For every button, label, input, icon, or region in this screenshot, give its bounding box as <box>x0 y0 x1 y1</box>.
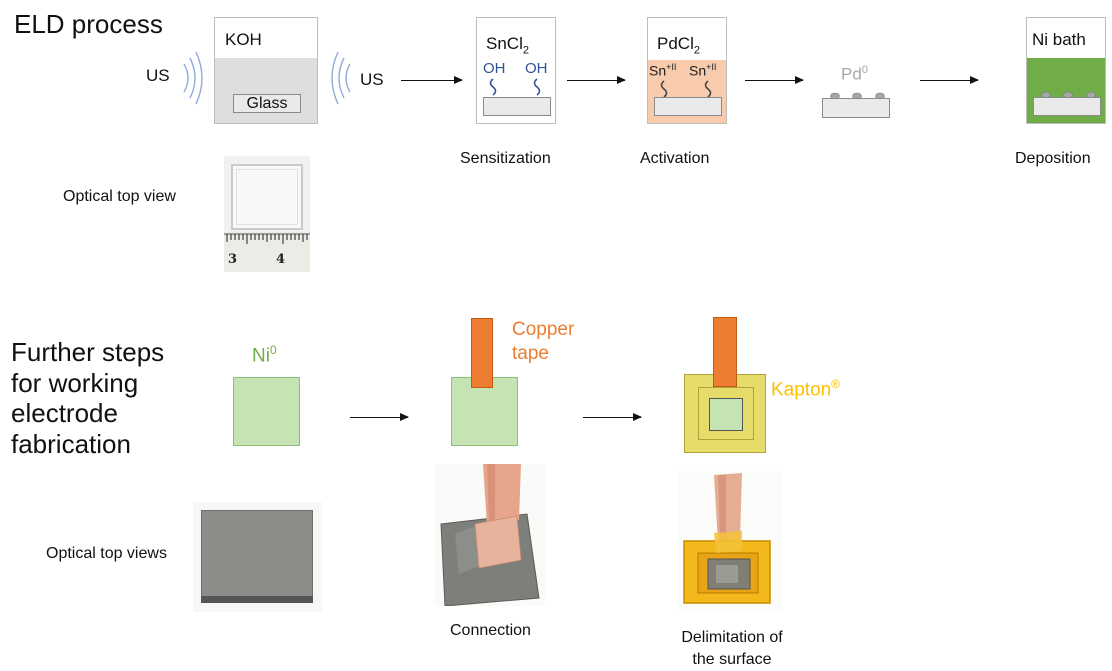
ni-bath-beaker: Ni bath <box>1026 17 1106 124</box>
ultrasound-waves-right-icon <box>331 51 351 105</box>
ni-plate <box>201 510 313 602</box>
sncl2-beaker: SnCl2 OH OH <box>476 17 556 124</box>
delimitation-label: Delimitation of the surface <box>652 627 812 670</box>
further-steps-title: Further steps for working electrode fabr… <box>11 337 164 460</box>
step-activation-label: Activation <box>640 150 710 167</box>
ultrasound-waves-left-icon <box>183 51 203 105</box>
koh-liquid <box>215 58 317 123</box>
further-steps-line-1: Further steps <box>11 337 165 367</box>
us-left-label: US <box>146 66 170 85</box>
kapton-label: Kapton® <box>771 377 841 401</box>
oh-bond-left-icon <box>489 78 497 96</box>
pd-substrate <box>822 98 890 118</box>
copper-tape-label-line-1: Copper <box>512 319 575 340</box>
copper-tape-strip-kapton <box>713 317 737 387</box>
arrow-to-connection <box>350 412 409 421</box>
delimitation-photo <box>678 471 782 611</box>
sncl2-label: SnCl2 <box>486 34 529 57</box>
ni-bath-label: Ni bath <box>1032 30 1086 49</box>
sn-bond-right-icon <box>704 80 712 98</box>
sn-right-label: Sn+II <box>689 62 717 79</box>
delimitation-label-line-2: the surface <box>692 650 772 668</box>
copper-tape-label: Copper tape <box>512 318 574 366</box>
further-steps-line-3: electrode <box>11 398 118 429</box>
koh-beaker: KOH Glass <box>214 17 318 124</box>
pdcl2-label: PdCl2 <box>657 34 700 57</box>
glass-photo: 3 4 <box>224 156 310 272</box>
delimitation-photo-drawing <box>683 473 771 604</box>
connection-pad <box>451 377 518 446</box>
connection-photo-drawing <box>440 464 540 606</box>
step-deposition-label: Deposition <box>1015 150 1091 167</box>
delimitation-label-line-1: Delimitation of <box>681 629 783 646</box>
oh-right-label: OH <box>525 60 548 77</box>
ni-nuclei-icon <box>1041 91 1096 99</box>
ruler-icon <box>224 232 310 272</box>
further-steps-line-2: for working <box>11 367 139 398</box>
sn-left-label: Sn+II <box>649 62 677 79</box>
optical-top-view-label: Optical top view <box>63 188 176 205</box>
ruler-number-4: 4 <box>276 252 286 267</box>
koh-label: KOH <box>225 30 262 49</box>
ni-plate-edge <box>201 596 313 603</box>
ni-substrate <box>1033 97 1101 116</box>
pd0-label: Pd0 <box>841 64 868 84</box>
glass-slide <box>231 164 303 230</box>
pd-nuclei-icon <box>830 92 885 100</box>
activated-substrate <box>654 97 722 116</box>
arrow-to-deposition <box>920 75 979 84</box>
ni0-label: Ni0 <box>252 343 277 367</box>
eld-process-title: ELD process <box>14 9 163 39</box>
oh-bond-right-icon <box>533 78 541 96</box>
arrow-to-delimitation <box>583 412 642 421</box>
arrow-to-sensitization <box>401 75 463 84</box>
ruler-number-3: 3 <box>228 252 238 267</box>
ni-sample-photo <box>193 502 322 612</box>
copper-tape-label-line-2: tape <box>512 342 549 364</box>
oh-left-label: OH <box>483 60 506 77</box>
delimited-ni-window <box>709 398 743 431</box>
connection-label: Connection <box>450 622 531 639</box>
arrow-to-pd0 <box>745 75 804 84</box>
us-right-label: US <box>360 70 384 89</box>
further-steps-line-4: fabrication <box>11 429 131 460</box>
glass-slide-inner <box>236 169 298 225</box>
glass-label: Glass <box>246 95 288 112</box>
connection-photo <box>435 464 545 606</box>
copper-tape-strip <box>471 318 493 388</box>
optical-top-views-label: Optical top views <box>46 545 167 562</box>
glass-substrate: Glass <box>233 94 301 113</box>
step-sensitization-label: Sensitization <box>460 150 551 167</box>
sensitized-substrate <box>483 97 551 116</box>
pdcl2-beaker: PdCl2 Sn+II Sn+II <box>647 17 727 124</box>
sn-bond-left-icon <box>660 80 668 98</box>
ni0-pad <box>233 377 300 446</box>
arrow-to-activation <box>567 75 626 84</box>
